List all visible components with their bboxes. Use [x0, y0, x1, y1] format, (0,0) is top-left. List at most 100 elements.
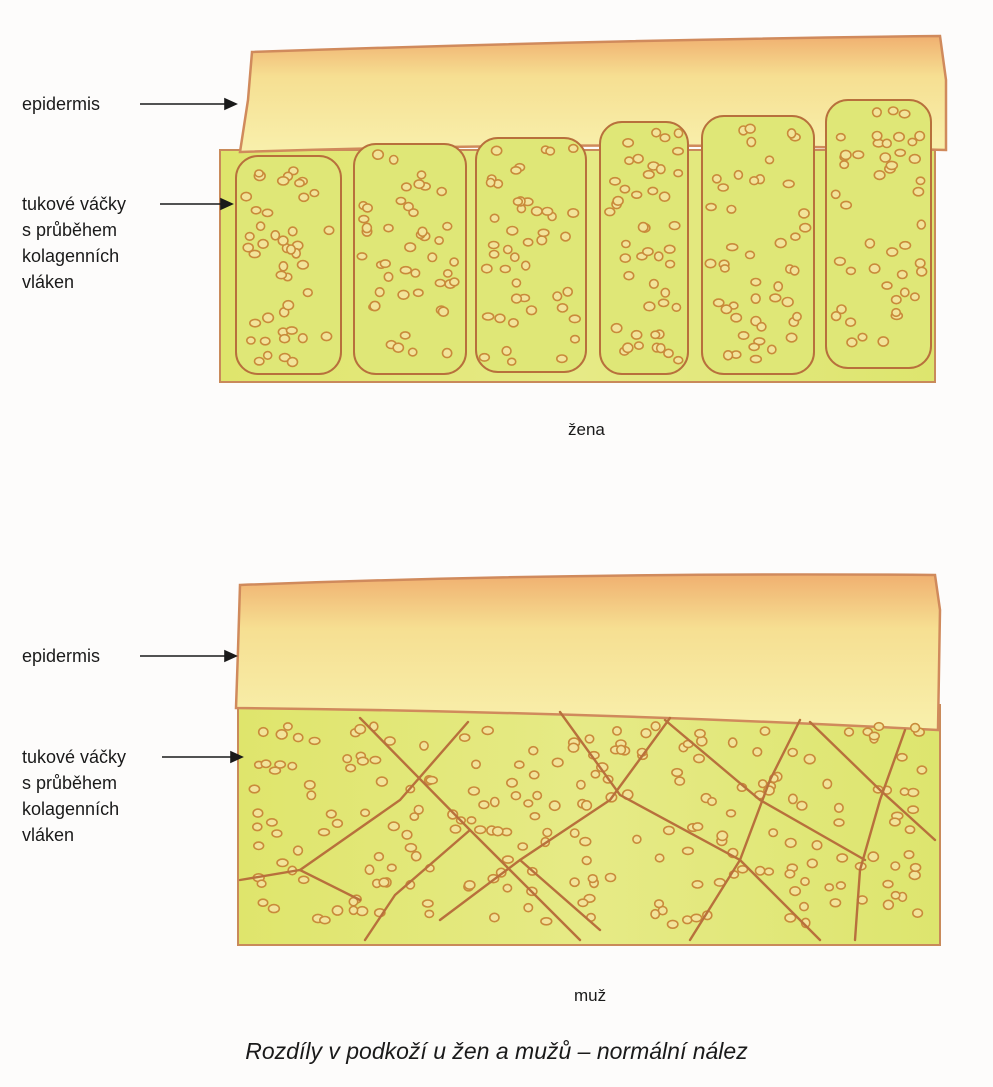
fat-cell [622, 241, 630, 248]
fat-cell [512, 294, 522, 303]
fat-cell [834, 819, 844, 826]
fat-cell [272, 830, 282, 837]
fat-cell [892, 309, 900, 317]
fat-cell [355, 725, 365, 734]
fat-cell [691, 914, 701, 921]
fat-cell [259, 728, 268, 737]
fat-cell [895, 149, 905, 156]
fat-cell [708, 798, 716, 806]
arrowhead-icon [225, 99, 236, 109]
fat-cell [305, 781, 315, 789]
fat-cell [623, 343, 633, 352]
fat-cell [398, 290, 409, 299]
fat-cell [909, 871, 920, 879]
fat-cell [435, 280, 445, 287]
fat-cell [751, 294, 760, 303]
fat-cell [882, 139, 891, 147]
fat-cell [692, 881, 702, 888]
fat-cell [672, 304, 680, 312]
fat-cell [727, 810, 736, 817]
fat-cell [578, 899, 588, 906]
female-fat-label-line: vláken [22, 269, 126, 295]
fat-cell [799, 209, 809, 218]
fat-cell [460, 734, 470, 741]
female-fat-label-line: kolagenních [22, 243, 126, 269]
fat-cell [503, 884, 511, 891]
figure-title: Rozdíly v podkoží u žen a mužů – normáln… [0, 1038, 993, 1065]
fat-cell [332, 906, 342, 915]
fat-cell [830, 899, 840, 907]
fat-cell [467, 817, 475, 824]
fat-cell [550, 801, 560, 810]
fat-cell [299, 334, 308, 343]
fat-cell [695, 730, 705, 738]
fat-cell [721, 265, 729, 272]
fat-cell [283, 301, 293, 310]
fat-cell [287, 327, 298, 334]
fat-cell [606, 874, 616, 882]
fat-cell [909, 155, 920, 164]
fat-cell [582, 801, 592, 810]
fat-cell [277, 859, 288, 866]
fat-cell [785, 839, 796, 848]
fat-cell [905, 826, 914, 833]
fat-cell [853, 151, 864, 158]
fat-cell [804, 755, 815, 764]
fat-cell [774, 282, 782, 291]
fat-cell [706, 204, 716, 211]
fat-cell [426, 777, 437, 784]
fat-cell [557, 355, 567, 362]
fat-cell [835, 804, 843, 813]
fat-cell [414, 289, 423, 296]
fat-cell [388, 822, 399, 830]
fat-cell [613, 197, 623, 206]
fat-cell [262, 209, 272, 216]
fat-cell [648, 187, 657, 194]
fat-cell [823, 779, 831, 788]
fat-cell [727, 206, 736, 214]
fat-cell [660, 192, 670, 201]
fat-cell [641, 729, 651, 738]
fat-cell [887, 248, 898, 256]
fat-cell [841, 201, 851, 208]
fat-cell [625, 157, 633, 164]
fat-cell [491, 798, 499, 807]
fat-cell [295, 180, 304, 187]
female-fat-label: tukové váčky s průběhem kolagenních vlák… [22, 191, 126, 295]
fat-cell [846, 318, 856, 326]
fat-cell [533, 792, 541, 800]
fat-cell [674, 170, 682, 177]
fat-cell [294, 734, 303, 742]
fat-cell [405, 844, 416, 852]
fat-lobule [354, 144, 466, 374]
fat-cell [705, 259, 715, 267]
fat-cell [288, 358, 298, 367]
fat-cell [769, 829, 777, 837]
fat-cell [908, 138, 916, 145]
fat-cell [258, 240, 268, 249]
fat-cell [508, 358, 516, 365]
fat-cell [644, 171, 655, 179]
fat-cell [835, 257, 846, 265]
fat-cell [713, 175, 721, 183]
fat-cell [532, 207, 542, 216]
fat-cell [651, 331, 660, 338]
fat-cell [396, 198, 405, 205]
fat-cell [650, 280, 659, 289]
fat-cell [402, 831, 412, 840]
fat-cell [361, 809, 370, 816]
fat-cell [841, 150, 851, 159]
fat-cell [373, 150, 384, 159]
fat-cell [410, 813, 418, 820]
fat-cell [482, 264, 492, 272]
fat-cell [718, 184, 728, 191]
fat-cell [782, 298, 793, 307]
fat-cell [261, 337, 270, 344]
fat-cell [493, 827, 503, 836]
fat-cell [880, 153, 890, 162]
fat-cell [294, 846, 303, 855]
fat-cell [724, 351, 733, 360]
fat-cell [908, 806, 918, 813]
fat-cell [275, 761, 285, 768]
fat-cell [299, 876, 309, 883]
